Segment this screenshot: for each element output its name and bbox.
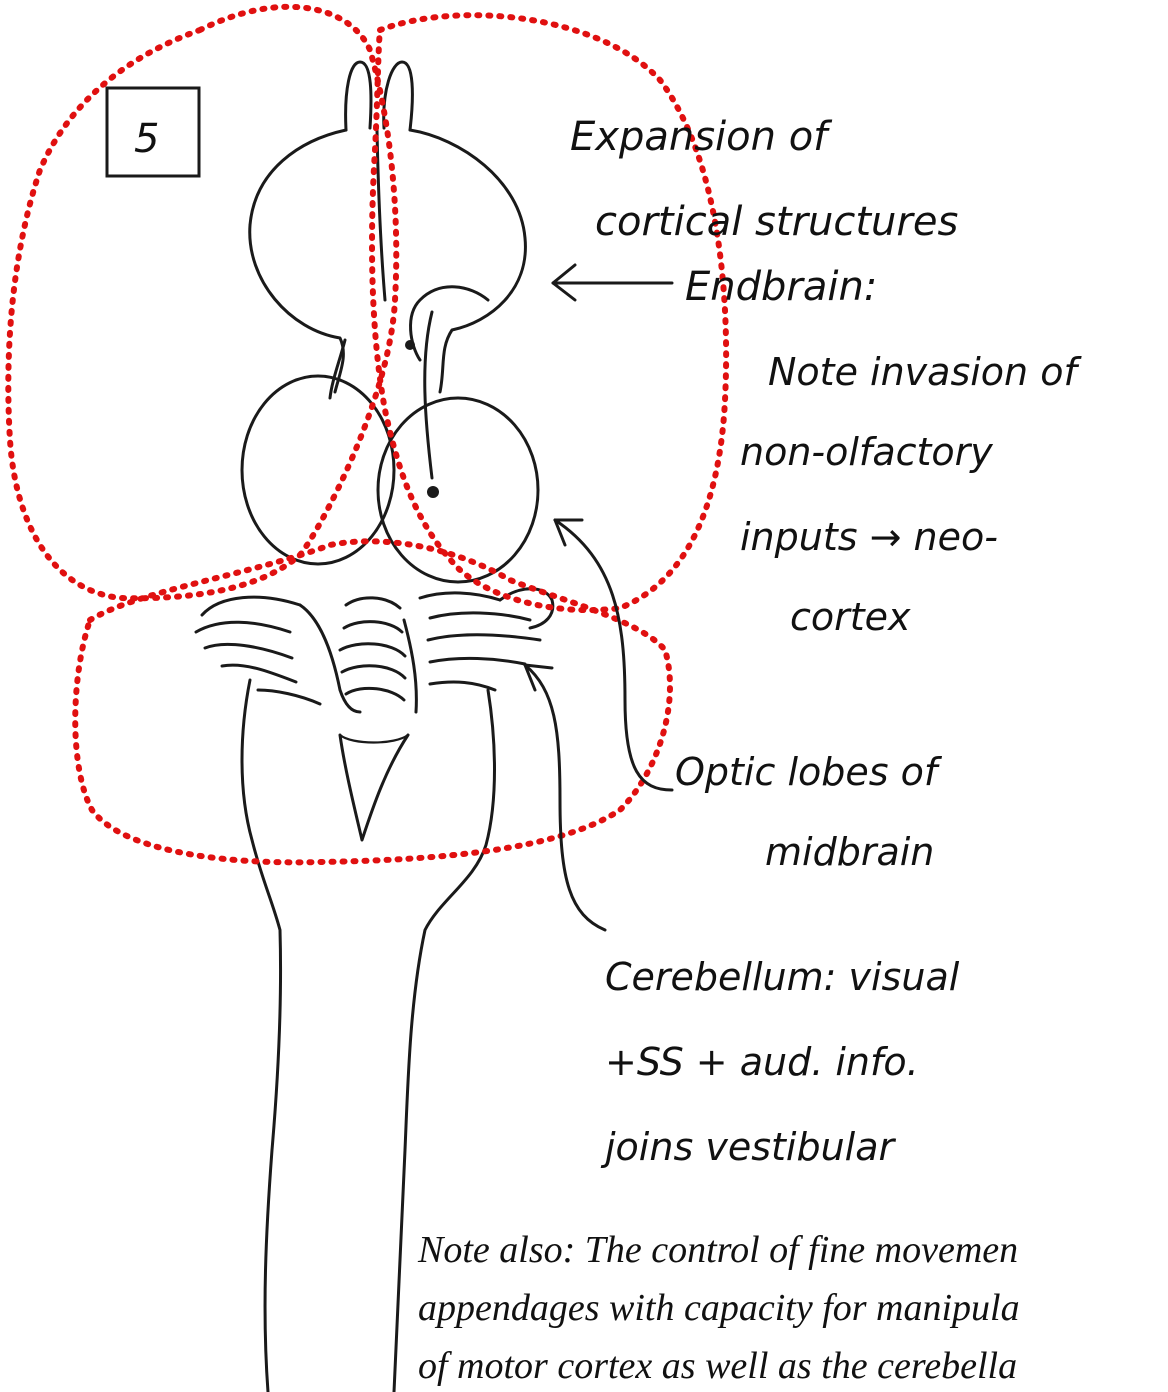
- annotation-optic-lobes: Optic lobes of midbrain: [675, 750, 943, 874]
- endbrain-note-line3: inputs → neo-: [740, 515, 998, 559]
- brainstem: [242, 680, 281, 1392]
- optic-line2: midbrain: [765, 830, 934, 874]
- expansion-line2: cortical structures: [595, 199, 958, 245]
- arrows: [525, 265, 672, 930]
- optic-lobe-right: [378, 398, 538, 582]
- footnote: Note also: The control of fine movemen a…: [417, 1229, 1020, 1387]
- annotation-cerebellum: Cerebellum: visual +SS + aud. info. join…: [600, 955, 960, 1169]
- endbrain-left: [250, 130, 346, 392]
- annotation-endbrain: Endbrain: Note invasion of non-olfactory…: [685, 264, 1082, 639]
- region-cerebellum: [75, 541, 670, 862]
- endbrain-label: Endbrain:: [685, 264, 877, 310]
- cerebellum-line1: Cerebellum: visual: [605, 955, 960, 999]
- annotation-expansion: Expansion of cortical structures: [570, 114, 958, 245]
- panel-number-box: 5: [107, 88, 199, 176]
- footnote-line1: Note also: The control of fine movemen: [417, 1229, 1018, 1271]
- footnote-line2: appendages with capacity for manipula: [418, 1287, 1020, 1329]
- region-right-hemisphere: [372, 15, 726, 610]
- cerebellum: [196, 589, 553, 712]
- endbrain-note-line1: Note invasion of: [768, 350, 1082, 394]
- optic-line1: Optic lobes of: [675, 750, 943, 794]
- panel-number: 5: [134, 116, 159, 162]
- footnote-line3: of motor cortex as well as the cerebella: [418, 1345, 1017, 1387]
- cerebellum-line3: joins vestibular: [600, 1125, 896, 1169]
- arrow-cerebellum: [525, 665, 605, 930]
- endbrain-note-line2: non-olfactory: [740, 430, 993, 474]
- endbrain-right: [410, 130, 525, 392]
- endbrain-note-line4: cortex: [790, 595, 911, 639]
- region-left-hemisphere: [8, 7, 396, 598]
- cerebellum-line2: +SS + aud. info.: [605, 1040, 919, 1084]
- arrow-optic-lobes: [555, 520, 672, 790]
- expansion-line1: Expansion of: [570, 114, 833, 160]
